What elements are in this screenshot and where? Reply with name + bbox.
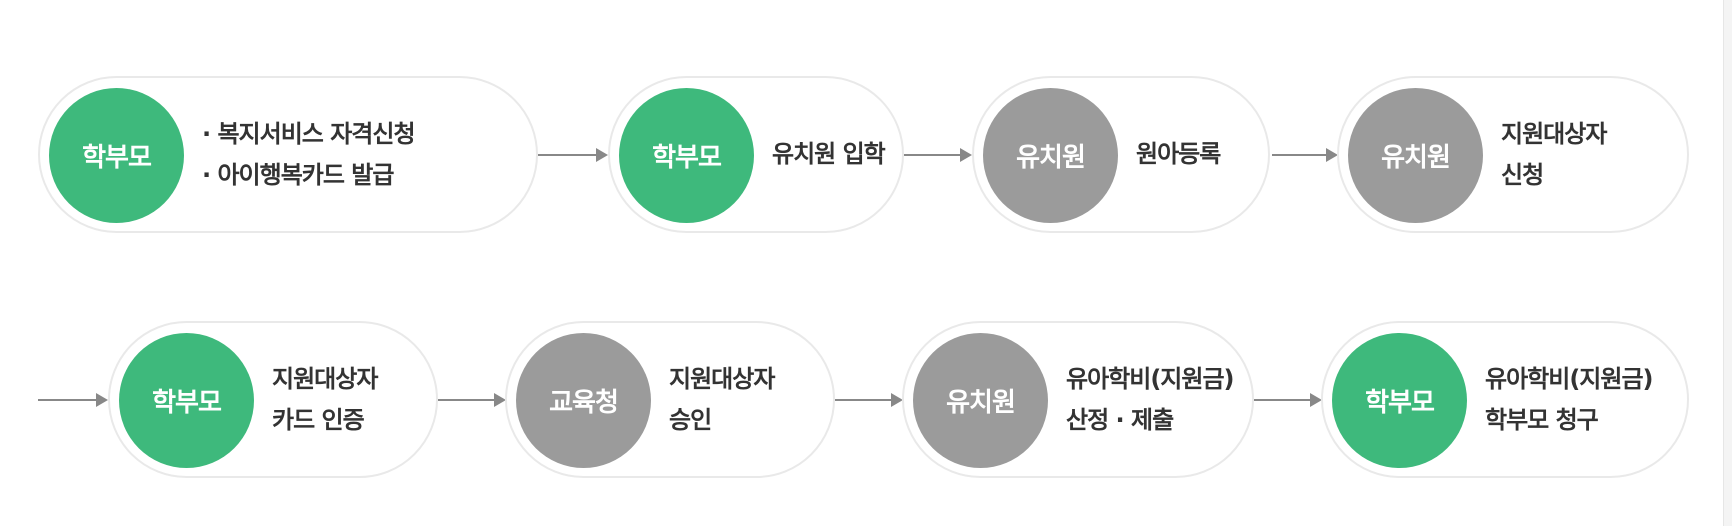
step-line: 승인 xyxy=(669,405,712,434)
step-line: · 아이행복카드 발급 xyxy=(202,160,394,189)
flow-step: 유치원 원아등록 xyxy=(972,76,1270,233)
step-line: 지원대상자 xyxy=(669,364,775,393)
flow-step: 학부모 유아학비(지원금) 학부모 청구 xyxy=(1321,321,1689,478)
flow-step: 유치원 유아학비(지원금) 산정 · 제출 xyxy=(902,321,1254,478)
role-circle: 유치원 xyxy=(913,333,1048,468)
step-line: 학부모 청구 xyxy=(1485,405,1599,434)
role-circle: 교육청 xyxy=(516,333,651,468)
role-circle: 학부모 xyxy=(1332,333,1467,468)
step-description: 유아학비(지원금) 학부모 청구 xyxy=(1485,323,1653,476)
role-label: 학부모 xyxy=(1365,388,1435,418)
vertical-scrollbar[interactable] xyxy=(1723,0,1732,526)
role-label: 유치원 xyxy=(1381,143,1451,173)
step-line: 지원대상자 xyxy=(272,364,378,393)
role-label: 유치원 xyxy=(1016,143,1086,173)
step-description: 유아학비(지원금) 산정 · 제출 xyxy=(1066,323,1234,476)
role-circle: 학부모 xyxy=(49,88,184,223)
step-line: 지원대상자 xyxy=(1501,119,1607,148)
flow-arrow xyxy=(538,148,608,162)
flow-arrow xyxy=(438,393,506,407)
role-circle: 유치원 xyxy=(1348,88,1483,223)
step-line: · 복지서비스 자격신청 xyxy=(202,119,416,148)
step-description: 지원대상자 승인 xyxy=(669,323,775,476)
step-line: 산정 · 제출 xyxy=(1066,405,1174,434)
step-description: 원아등록 xyxy=(1136,78,1221,231)
role-label: 유치원 xyxy=(946,388,1016,418)
role-label: 학부모 xyxy=(82,143,152,173)
flow-step: 유치원 지원대상자 신청 xyxy=(1337,76,1689,233)
flow-arrow xyxy=(835,393,903,407)
step-line: 유아학비(지원금) xyxy=(1066,364,1234,393)
step-line: 유아학비(지원금) xyxy=(1485,364,1653,393)
step-description: 유치원 입학 xyxy=(772,78,886,231)
role-circle: 학부모 xyxy=(119,333,254,468)
role-label: 학부모 xyxy=(652,143,722,173)
step-description: 지원대상자 신청 xyxy=(1501,78,1607,231)
step-line: 카드 인증 xyxy=(272,405,365,434)
role-circle: 유치원 xyxy=(983,88,1118,223)
role-label: 학부모 xyxy=(152,388,222,418)
flow-step: 학부모 유치원 입학 xyxy=(608,76,904,233)
step-line: 유치원 입학 xyxy=(772,140,886,168)
flow-arrow xyxy=(38,393,108,407)
flow-step: 학부모 지원대상자 카드 인증 xyxy=(108,321,438,478)
flow-step: 학부모 · 복지서비스 자격신청 · 아이행복카드 발급 xyxy=(38,76,538,233)
flow-arrow xyxy=(1272,148,1338,162)
flow-step: 교육청 지원대상자 승인 xyxy=(505,321,835,478)
step-description: · 복지서비스 자격신청 · 아이행복카드 발급 xyxy=(202,78,416,231)
step-line: 신청 xyxy=(1501,160,1544,189)
flow-arrow xyxy=(1254,393,1322,407)
role-circle: 학부모 xyxy=(619,88,754,223)
step-line: 원아등록 xyxy=(1136,140,1221,168)
step-description: 지원대상자 카드 인증 xyxy=(272,323,378,476)
role-label: 교육청 xyxy=(549,388,619,418)
flow-arrow xyxy=(904,148,972,162)
